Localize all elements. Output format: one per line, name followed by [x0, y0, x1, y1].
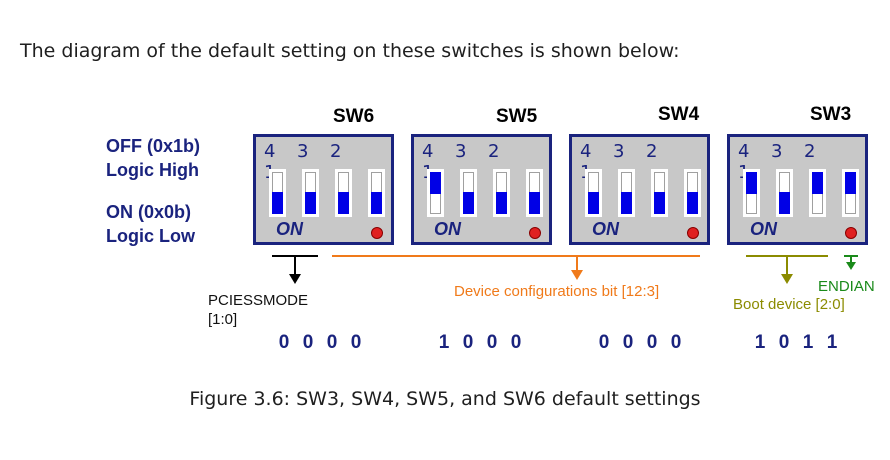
dip-toggle[interactable] [743, 169, 760, 217]
dip-position-number: 4 [738, 141, 750, 162]
dip-toggle[interactable] [526, 169, 543, 217]
intro-text: The diagram of the default setting on th… [20, 40, 680, 62]
boot-device-label: Boot device [2:0] [733, 296, 845, 313]
dip-toggle-knob [621, 192, 632, 214]
bit-value: 0 [278, 332, 290, 353]
sw3-box: 4321ON [727, 134, 868, 245]
bit-value: 0 [670, 332, 682, 353]
dip-toggle-knob [463, 192, 474, 214]
dip-toggle-knob [588, 192, 599, 214]
bit-value: 1 [802, 332, 814, 353]
dip-toggle[interactable] [427, 169, 444, 217]
bit-value: 0 [462, 332, 474, 353]
on-label: ON [750, 219, 777, 239]
sw5-title: SW5 [496, 106, 538, 127]
on-label: ON [592, 219, 619, 239]
figure-caption: Figure 3.6: SW3, SW4, SW5, and SW6 defau… [189, 388, 701, 410]
dip-toggle[interactable] [585, 169, 602, 217]
endian-label: ENDIAN [818, 278, 875, 295]
dip-toggle-knob [812, 172, 823, 194]
sw6-title: SW6 [333, 106, 375, 127]
sw3-title: SW3 [810, 104, 852, 125]
red-dot-indicator [845, 227, 857, 239]
bit-value: 0 [302, 332, 314, 353]
dip-toggle-knob [529, 192, 540, 214]
dip-position-number: 2 [330, 141, 342, 162]
pciessmode-label-line2: [1:0] [208, 311, 238, 328]
dip-toggle[interactable] [776, 169, 793, 217]
bit-value: 0 [326, 332, 338, 353]
bit-value: 0 [646, 332, 658, 353]
legend-on: ON (0x0b) Logic Low [106, 200, 195, 248]
boot-device-arrowhead [781, 274, 793, 284]
dip-toggle[interactable] [460, 169, 477, 217]
dip-toggle-knob [845, 172, 856, 194]
legend-on-line2: Logic Low [106, 226, 195, 246]
red-dot-indicator [371, 227, 383, 239]
sw4-box: 4321ON [569, 134, 710, 245]
sw6-box: 4321ON [253, 134, 394, 245]
bit-value: 0 [486, 332, 498, 353]
dip-position-number: 3 [297, 141, 309, 162]
pciessmode-label-line1: PCIESSMODE [208, 292, 309, 309]
dip-toggle-knob [305, 192, 316, 214]
red-dot-indicator [529, 227, 541, 239]
pciessmode-label: PCIESSMODE [1:0] [208, 291, 308, 329]
dip-toggle-knob [687, 192, 698, 214]
dip-toggle-knob [779, 192, 790, 214]
dip-toggle-knob [430, 172, 441, 194]
dip-toggle[interactable] [684, 169, 701, 217]
bit-value: 1 [754, 332, 766, 353]
endian-arrowhead [846, 262, 856, 270]
dip-position-number: 3 [455, 141, 467, 162]
dip-toggle[interactable] [809, 169, 826, 217]
dip-toggle[interactable] [842, 169, 859, 217]
dip-toggle[interactable] [269, 169, 286, 217]
dip-position-number: 4 [264, 141, 276, 162]
dip-position-number: 3 [771, 141, 783, 162]
bit-value: 1 [826, 332, 838, 353]
dip-toggle-knob [746, 172, 757, 194]
bit-value: 0 [598, 332, 610, 353]
dip-position-number: 2 [804, 141, 816, 162]
dip-toggle-knob [338, 192, 349, 214]
on-label: ON [276, 219, 303, 239]
device-config-arrowhead [571, 270, 583, 280]
dip-toggle[interactable] [302, 169, 319, 217]
bit-value: 1 [438, 332, 450, 353]
dip-toggle[interactable] [651, 169, 668, 217]
sw5-box: 4321ON [411, 134, 552, 245]
bit-value: 0 [622, 332, 634, 353]
dip-toggle[interactable] [493, 169, 510, 217]
bit-value: 0 [510, 332, 522, 353]
dip-position-number: 2 [488, 141, 500, 162]
red-dot-indicator [687, 227, 699, 239]
on-label: ON [434, 219, 461, 239]
pciessmode-arrowhead [289, 274, 301, 284]
dip-position-number: 4 [580, 141, 592, 162]
dip-toggle-knob [496, 192, 507, 214]
dip-position-number: 3 [613, 141, 625, 162]
dip-toggle-knob [371, 192, 382, 214]
dip-toggle[interactable] [618, 169, 635, 217]
legend-off-line1: OFF (0x1b) [106, 136, 201, 156]
dip-toggle[interactable] [368, 169, 385, 217]
dip-position-number: 4 [422, 141, 434, 162]
legend-on-line1: ON (0x0b) [106, 202, 192, 222]
dip-toggle-knob [272, 192, 283, 214]
device-config-label: Device configurations bit [12:3] [454, 283, 660, 300]
bit-value: 0 [778, 332, 790, 353]
dip-toggle-knob [654, 192, 665, 214]
bit-value: 0 [350, 332, 362, 353]
legend-off: OFF (0x1b) Logic High [106, 134, 200, 182]
sw4-title: SW4 [658, 104, 700, 125]
dip-position-number: 2 [646, 141, 658, 162]
legend-off-line2: Logic High [106, 160, 199, 180]
dip-toggle[interactable] [335, 169, 352, 217]
